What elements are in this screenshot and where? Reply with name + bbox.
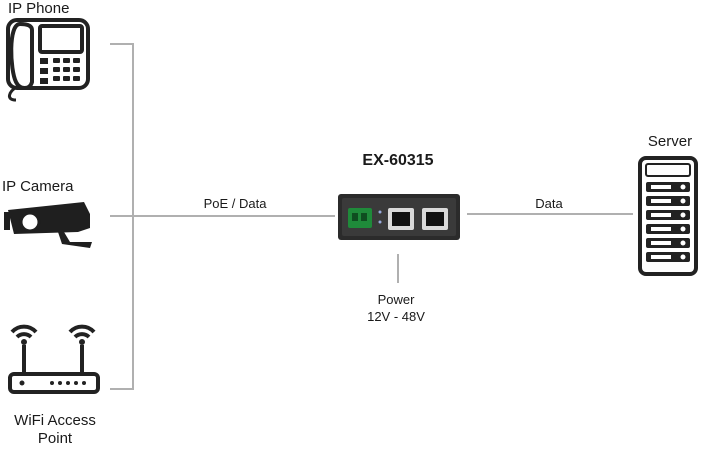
injector-model-label: EX-60315 (362, 152, 434, 169)
connection-lines (110, 43, 633, 390)
ip-phone-label: IP Phone (8, 0, 70, 17)
ip-phone-icon (6, 18, 90, 102)
power-label-line2: 12V - 48V (367, 309, 425, 324)
poe-data-link-label: PoE / Data (203, 196, 267, 211)
ip-camera-icon (4, 202, 92, 248)
wifi-ap-label-line2: Point (37, 430, 73, 447)
poe-injector-icon (338, 194, 460, 240)
wifi-router-icon (8, 324, 100, 394)
power-label-line1: Power (377, 292, 415, 307)
server-rack-icon (638, 156, 698, 276)
wifi-ap-label-line1: WiFi Access (14, 412, 96, 429)
ip-camera-label: IP Camera (2, 178, 74, 195)
data-link-label: Data (535, 196, 563, 211)
server-label: Server (647, 133, 693, 150)
